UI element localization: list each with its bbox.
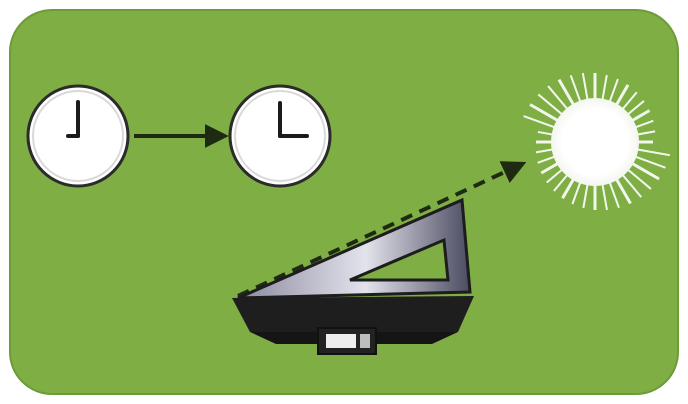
clock-end-icon (230, 86, 330, 186)
flash-core (551, 98, 639, 186)
clock-start-icon (28, 86, 128, 186)
